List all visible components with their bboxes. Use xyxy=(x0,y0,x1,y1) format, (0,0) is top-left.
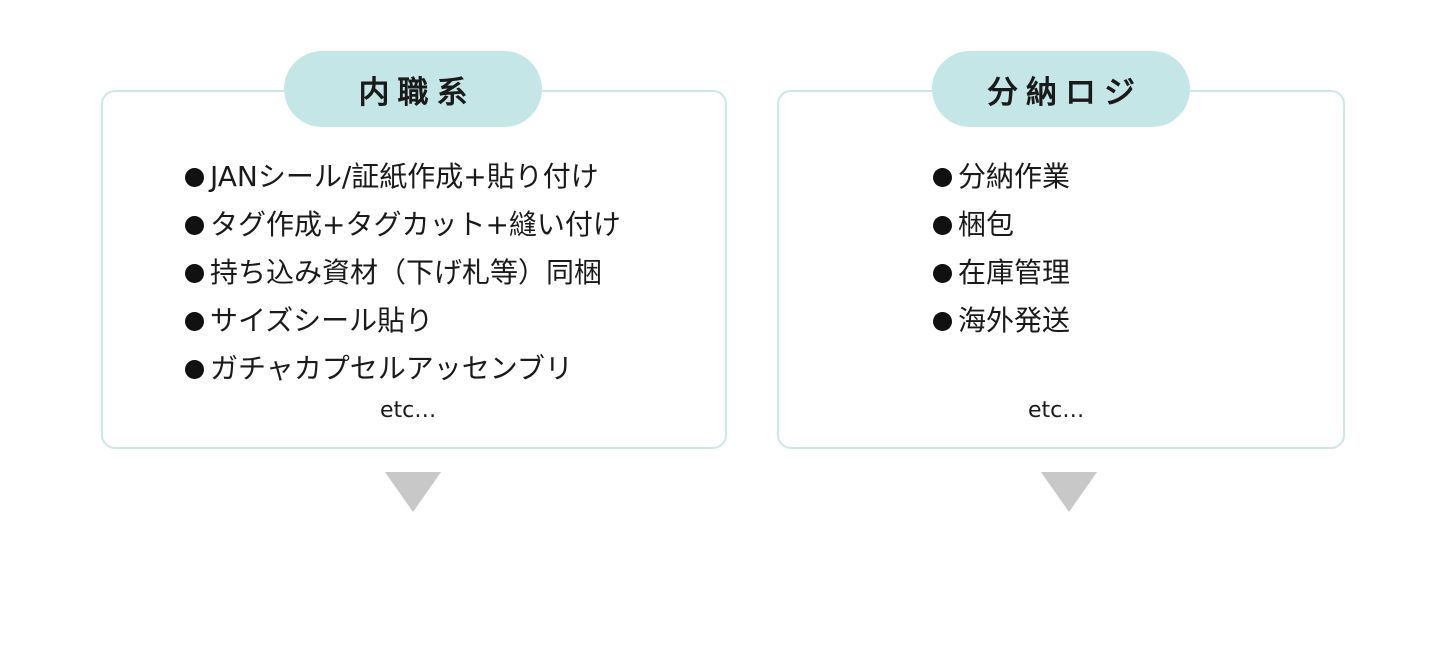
list-item-label: 分納作業 xyxy=(958,160,1071,193)
list-item-label: JANシール/証紙作成+貼り付け xyxy=(210,160,599,193)
bullet-icon xyxy=(185,263,204,283)
list-item: 梱包 xyxy=(933,201,1070,249)
list-item: 海外発送 xyxy=(933,297,1070,345)
bullet-icon xyxy=(933,311,952,331)
list-item-label: 海外発送 xyxy=(958,304,1071,337)
list-item: 分納作業 xyxy=(933,153,1070,201)
bullet-icon xyxy=(185,311,204,331)
bullet-icon xyxy=(933,215,952,235)
bullet-icon xyxy=(933,167,952,187)
list-item: 持ち込み資材（下げ札等）同梱 xyxy=(185,249,621,297)
right-panel-title: 分納ロジ xyxy=(932,51,1190,127)
list-item-label: サイズシール貼り xyxy=(210,304,434,337)
bullet-icon xyxy=(185,167,204,187)
list-item-label: ガチャカプセルアッセンブリ xyxy=(210,352,573,385)
right-panel-list: 分納作業 梱包 在庫管理 海外発送 xyxy=(933,153,1070,345)
list-item-label: 梱包 xyxy=(958,208,1015,241)
list-item-label: 持ち込み資材（下げ札等）同梱 xyxy=(210,256,603,289)
down-arrow-icon xyxy=(385,472,441,512)
bullet-icon xyxy=(185,215,204,235)
list-item: サイズシール貼り xyxy=(185,297,621,345)
bullet-icon xyxy=(933,263,952,283)
left-panel-card xyxy=(101,90,727,449)
left-panel-etc: etc… xyxy=(380,398,437,423)
right-panel-card xyxy=(777,90,1345,449)
list-item: 在庫管理 xyxy=(933,249,1070,297)
list-item: タグ作成+タグカット+縫い付け xyxy=(185,201,621,249)
list-item: JANシール/証紙作成+貼り付け xyxy=(185,153,621,201)
list-item-label: 在庫管理 xyxy=(958,256,1071,289)
left-panel-title: 内職系 xyxy=(284,51,542,127)
bullet-icon xyxy=(185,359,204,379)
right-panel-etc: etc… xyxy=(1028,398,1085,423)
list-item-label: タグ作成+タグカット+縫い付け xyxy=(210,208,621,241)
list-item: ガチャカプセルアッセンブリ xyxy=(185,345,621,393)
down-arrow-icon xyxy=(1041,472,1097,512)
left-panel-list: JANシール/証紙作成+貼り付け タグ作成+タグカット+縫い付け 持ち込み資材（… xyxy=(185,153,621,393)
